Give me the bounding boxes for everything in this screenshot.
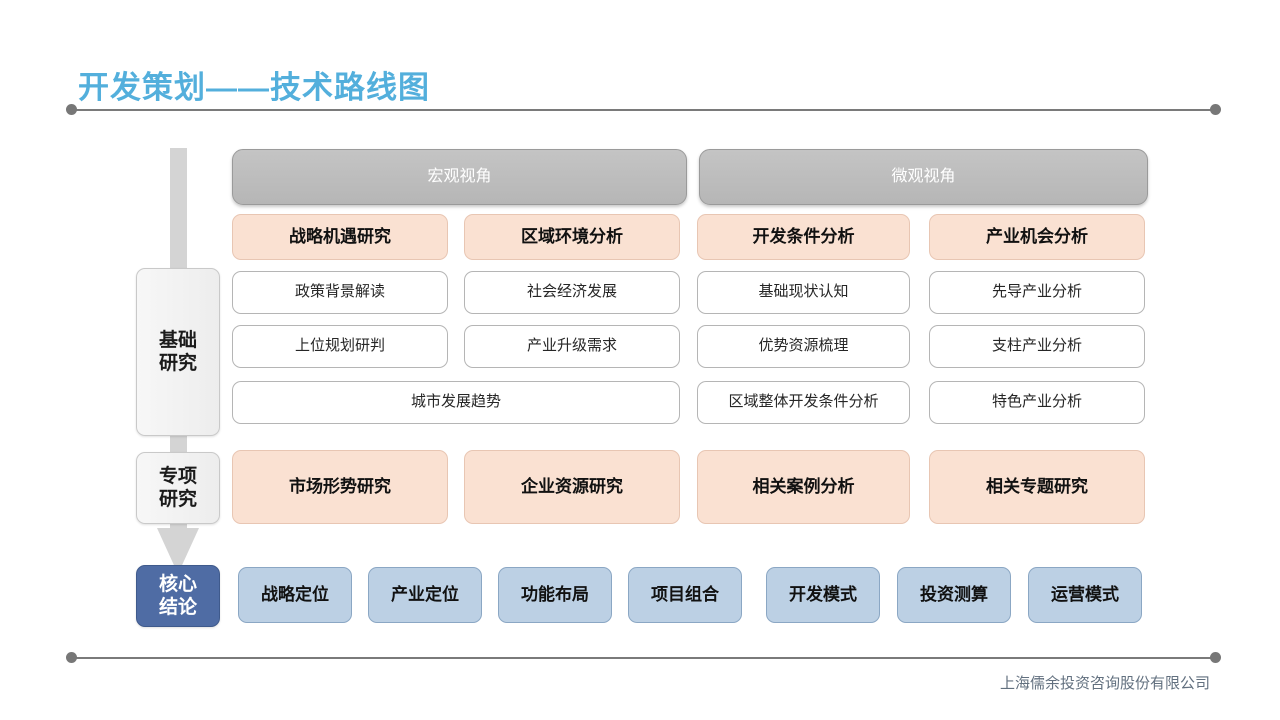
basic-row3-item-0: 城市发展趋势 bbox=[232, 381, 680, 424]
basic-row1-item-0: 政策背景解读 bbox=[232, 271, 448, 314]
stage-label-core-conclusion: 核心 结论 bbox=[136, 565, 220, 627]
basic-row2-item-2: 优势资源梳理 bbox=[697, 325, 910, 368]
special-research-item-2: 相关案例分析 bbox=[697, 450, 910, 524]
basic-row2-item-1: 产业升级需求 bbox=[464, 325, 680, 368]
stage-label-special-line1: 专项 bbox=[158, 465, 197, 487]
stage-label-basic-line2: 研究 bbox=[158, 353, 197, 374]
perspective-header-macro: 宏观视角 bbox=[232, 149, 687, 205]
special-research-item-3: 相关专题研究 bbox=[929, 450, 1145, 524]
basic-row1-item-2: 基础现状认知 bbox=[697, 271, 910, 314]
basic-row3-item-1: 区域整体开发条件分析 bbox=[697, 381, 910, 424]
core-conclusion-item-4: 开发模式 bbox=[766, 567, 880, 623]
stage-label-core-line1: 核心 bbox=[158, 573, 197, 595]
top-divider-line bbox=[72, 109, 1215, 111]
core-conclusion-item-1: 产业定位 bbox=[368, 567, 482, 623]
basic-heading-2: 开发条件分析 bbox=[697, 214, 910, 260]
basic-row2-item-0: 上位规划研判 bbox=[232, 325, 448, 368]
basic-heading-3: 产业机会分析 bbox=[929, 214, 1145, 260]
basic-row2-item-3: 支柱产业分析 bbox=[929, 325, 1145, 368]
perspective-header-micro: 微观视角 bbox=[699, 149, 1148, 205]
stage-label-special-research: 专项 研究 bbox=[136, 452, 220, 524]
bottom-right-dot bbox=[1210, 652, 1221, 663]
core-conclusion-item-3: 项目组合 bbox=[628, 567, 742, 623]
stage-label-core-line2: 结论 bbox=[158, 597, 197, 618]
stage-label-special-line2: 研究 bbox=[158, 489, 197, 510]
special-research-item-0: 市场形势研究 bbox=[232, 450, 448, 524]
bottom-divider-line bbox=[72, 657, 1215, 659]
core-conclusion-item-6: 运营模式 bbox=[1028, 567, 1142, 623]
core-conclusion-item-5: 投资测算 bbox=[897, 567, 1011, 623]
stage-label-basic-research: 基础 研究 bbox=[136, 268, 220, 436]
top-left-dot bbox=[66, 104, 77, 115]
footer-company-name: 上海儒余投资咨询股份有限公司 bbox=[999, 675, 1210, 692]
core-conclusion-item-2: 功能布局 bbox=[498, 567, 612, 623]
basic-heading-1: 区域环境分析 bbox=[464, 214, 680, 260]
basic-heading-0: 战略机遇研究 bbox=[232, 214, 448, 260]
basic-row1-item-1: 社会经济发展 bbox=[464, 271, 680, 314]
special-research-item-1: 企业资源研究 bbox=[464, 450, 680, 524]
basic-row3-item-2: 特色产业分析 bbox=[929, 381, 1145, 424]
top-right-dot bbox=[1210, 104, 1221, 115]
page-title: 开发策划——技术路线图 bbox=[78, 70, 430, 105]
basic-row1-item-3: 先导产业分析 bbox=[929, 271, 1145, 314]
stage-label-basic-line1: 基础 bbox=[158, 329, 197, 351]
core-conclusion-item-0: 战略定位 bbox=[238, 567, 352, 623]
bottom-left-dot bbox=[66, 652, 77, 663]
